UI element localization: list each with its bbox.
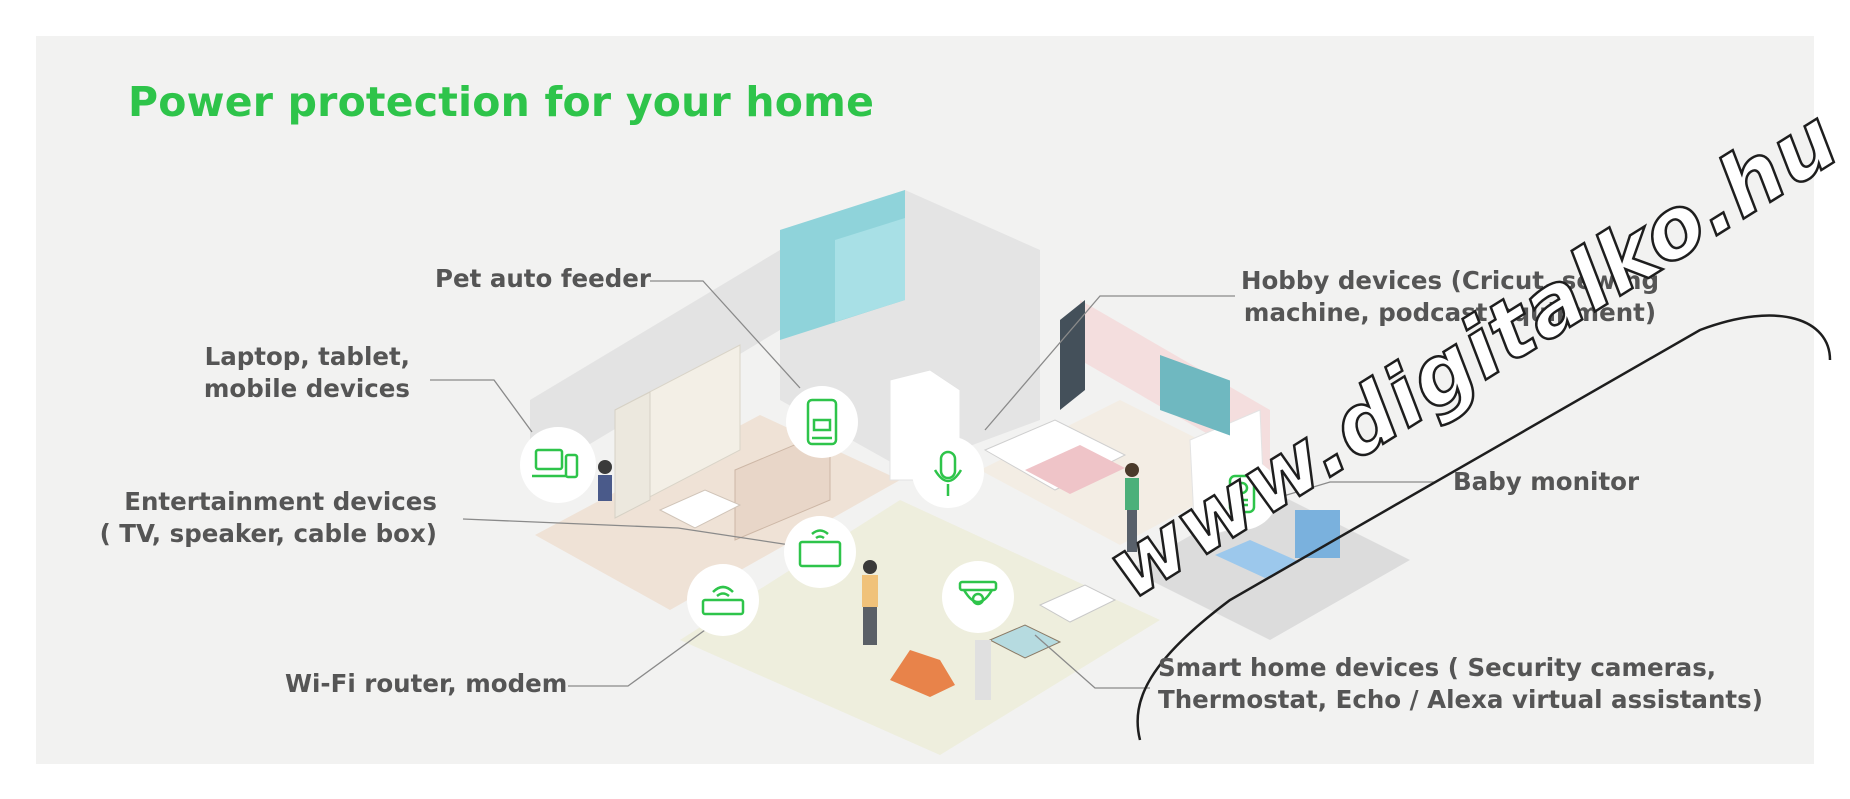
label-entertainment: Entertainment devices ( TV, speaker, cab… <box>100 486 437 550</box>
label-laptop: Laptop, tablet, mobile devices <box>204 341 410 405</box>
label-smart-line2: Thermostat, Echo / Alexa virtual assista… <box>1158 685 1763 714</box>
leader-wifi <box>568 629 706 687</box>
label-hobby-line2: machine, podcast equipment) <box>1243 298 1657 327</box>
leader-hobby <box>984 295 1235 431</box>
dining-table <box>658 489 742 529</box>
fridge <box>614 391 651 519</box>
router-icon <box>687 564 759 636</box>
divider-panel <box>1060 300 1085 410</box>
rug <box>1215 540 1300 578</box>
leader-smart <box>1034 634 1150 689</box>
label-hobby: Hobby devices (Cricut, sewing machine, p… <box>1240 265 1660 329</box>
label-wifi: Wi-Fi router, modem <box>285 669 568 698</box>
coffee-table <box>988 624 1062 659</box>
tv-icon <box>784 516 856 588</box>
armchair <box>890 650 955 697</box>
floor-lamp <box>975 640 991 700</box>
label-pet-feeder: Pet auto feeder <box>435 264 651 293</box>
microphone-icon <box>912 436 984 508</box>
leader-entertainment <box>462 518 791 546</box>
label-laptop-line2: mobile devices <box>203 374 410 403</box>
leader-baby <box>1269 481 1435 501</box>
label-smart-home: Smart home devices ( Security cameras, T… <box>1158 652 1763 716</box>
security-camera-icon <box>942 561 1014 633</box>
label-smart-line1: Smart home devices ( Security cameras, <box>1158 653 1717 682</box>
label-hobby-line1: Hobby devices (Cricut, sewing <box>1240 266 1660 295</box>
page-title: Power protection for your home <box>128 78 875 126</box>
pet-feeder-icon <box>786 386 858 458</box>
label-laptop-line1: Laptop, tablet, <box>204 342 410 371</box>
bedroom-window <box>1160 354 1230 436</box>
leader-laptop <box>430 379 533 433</box>
label-entertainment-line1: Entertainment devices <box>124 487 437 516</box>
baby-monitor-icon <box>1206 458 1278 530</box>
watermark-shape <box>1136 314 1832 741</box>
bed-cover <box>1025 445 1125 494</box>
label-entertainment-line2: ( TV, speaker, cable box) <box>99 519 437 548</box>
devices-icon <box>520 427 596 503</box>
person-kitchen <box>598 460 612 501</box>
person-bedroom <box>1125 463 1139 552</box>
shower-glass <box>835 218 905 322</box>
person-living <box>862 560 878 645</box>
sofa <box>1038 584 1117 623</box>
leader-pet-feeder <box>650 280 801 389</box>
kitchen-back-wall <box>530 250 780 480</box>
label-baby-monitor: Baby monitor <box>1453 467 1640 496</box>
